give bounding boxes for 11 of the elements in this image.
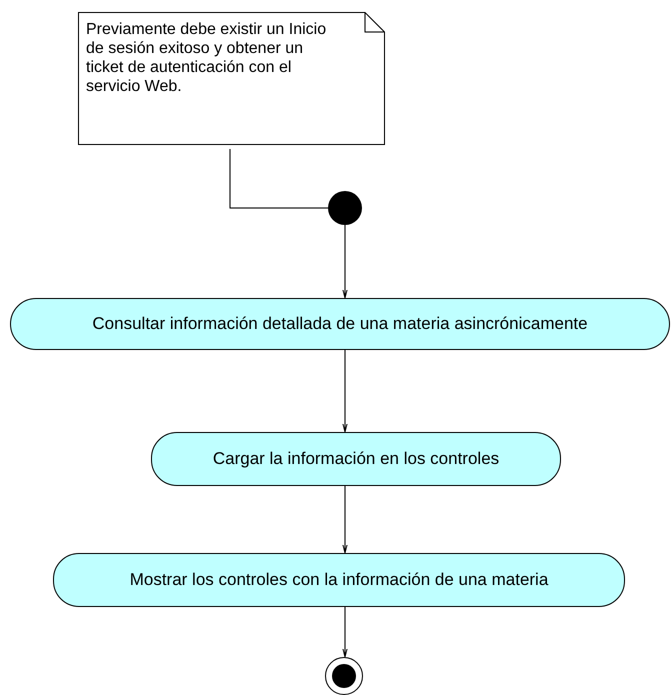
activity [151,432,561,486]
connector-line [230,148,328,208]
note [78,12,385,145]
activity [53,553,625,607]
activity-label: Consultar información detallada de una materia asincrónicamente [92,313,588,336]
activity [10,298,670,350]
initial-state [328,191,362,225]
note-text: Previamente debe existir un Inicio de sesión exitoso y obtener un ticket de autenticación con el servicio Web. [86,20,328,96]
activity-label: Cargar la información en los controles [212,448,500,470]
final-state [325,657,363,695]
activity-label: Mostrar los controles con la información de una materia [130,569,548,592]
